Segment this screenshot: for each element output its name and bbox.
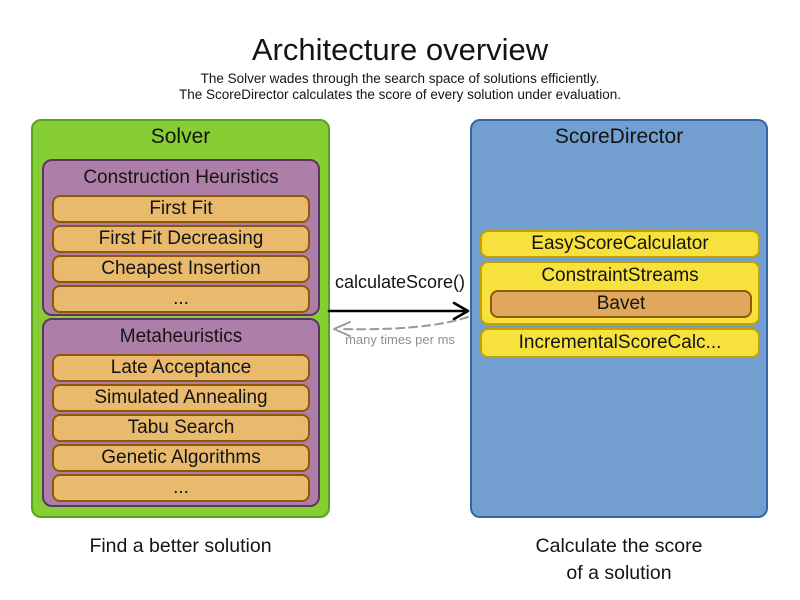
constraint-streams-label: ConstraintStreams — [541, 265, 699, 286]
subtitle-line-1: The Solver wades through the search spac… — [200, 71, 600, 86]
metaheuristics-group: Metaheuristics Late Acceptance Simulated… — [42, 318, 320, 507]
construction-heuristics-items: First Fit First Fit Decreasing Cheapest … — [44, 193, 318, 313]
subtitle-line-2: The ScoreDirector calculates the score o… — [179, 87, 621, 102]
dashed-left-arrow — [333, 316, 469, 337]
heuristic-item: Cheapest Insertion — [52, 255, 310, 283]
score-director-caption-line-2: of a solution — [566, 562, 672, 584]
construction-heuristics-label: Construction Heuristics — [83, 167, 279, 188]
page-title: Architecture overview — [251, 32, 549, 67]
solver-caption: Find a better solution — [89, 535, 272, 557]
heuristic-item: Tabu Search — [52, 414, 310, 442]
solid-right-arrow — [327, 301, 470, 321]
heuristic-item: Late Acceptance — [52, 354, 310, 382]
easy-score-calculator: EasyScoreCalculator — [480, 230, 760, 258]
incremental-score-calculator: IncrementalScoreCalc... — [480, 328, 760, 358]
arrows-graphic — [327, 301, 470, 337]
construction-heuristics-group: Construction Heuristics First Fit First … — [42, 159, 320, 316]
score-director-title: ScoreDirector — [554, 125, 684, 148]
metaheuristics-items: Late Acceptance Simulated Annealing Tabu… — [44, 352, 318, 502]
heuristic-item: First Fit — [52, 195, 310, 223]
heuristic-item: Simulated Annealing — [52, 384, 310, 412]
heuristic-item-ellipsis: ... — [52, 285, 310, 313]
score-director-caption: Calculate the score of a solution — [470, 533, 768, 587]
score-director-box: ScoreDirector EasyScoreCalculator Constr… — [470, 119, 768, 518]
solver-title: Solver — [150, 125, 211, 148]
metaheuristics-label: Metaheuristics — [119, 326, 243, 347]
score-director-caption-line-1: Calculate the score — [535, 535, 703, 557]
heuristic-item: First Fit Decreasing — [52, 225, 310, 253]
heuristic-item: Genetic Algorithms — [52, 444, 310, 472]
solver-box: Solver Construction Heuristics First Fit… — [31, 119, 330, 518]
heuristic-item-ellipsis: ... — [52, 474, 310, 502]
constraint-streams-box: ConstraintStreams Bavet — [480, 261, 760, 325]
bavet-box: Bavet — [490, 290, 752, 318]
calculate-score-label: calculateScore() — [334, 272, 466, 292]
frequency-label: many times per ms — [345, 332, 455, 347]
